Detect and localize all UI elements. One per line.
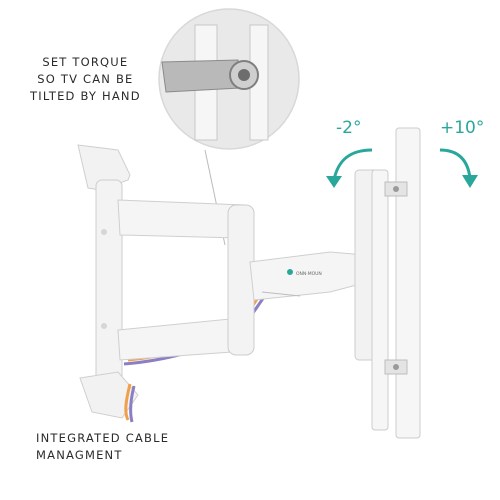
torque-caption-line-2: SO TV CAN BE <box>37 72 134 86</box>
cable-management-caption: INTEGRATED CABLE MANAGMENT <box>36 430 169 464</box>
brand-logo: ONN·MOUN <box>287 269 322 277</box>
tilt-down-arrow-icon <box>332 148 373 181</box>
tv-rail-right <box>395 127 421 439</box>
tilt-up-arrow-icon <box>439 148 472 179</box>
torque-caption-line-1: SET TORQUE <box>42 55 129 69</box>
lower-arm <box>117 317 246 361</box>
wall-plate <box>77 144 139 419</box>
cable-caption-line-2: MANAGMENT <box>36 448 123 462</box>
torque-zoom-circle <box>158 8 300 150</box>
tilt-up-label: +10° <box>440 118 485 138</box>
torque-caption: SET TORQUE SO TV CAN BE TILTED BY HAND <box>30 54 141 105</box>
svg-text:ONN·MOUN: ONN·MOUN <box>296 271 322 277</box>
cable-caption-line-1: INTEGRATED CABLE <box>36 431 170 445</box>
tv-rail-left <box>371 169 389 431</box>
torque-caption-line-3: TILTED BY HAND <box>30 89 141 103</box>
elbow-joint <box>227 204 255 356</box>
tilt-down-label: -2° <box>336 118 362 138</box>
